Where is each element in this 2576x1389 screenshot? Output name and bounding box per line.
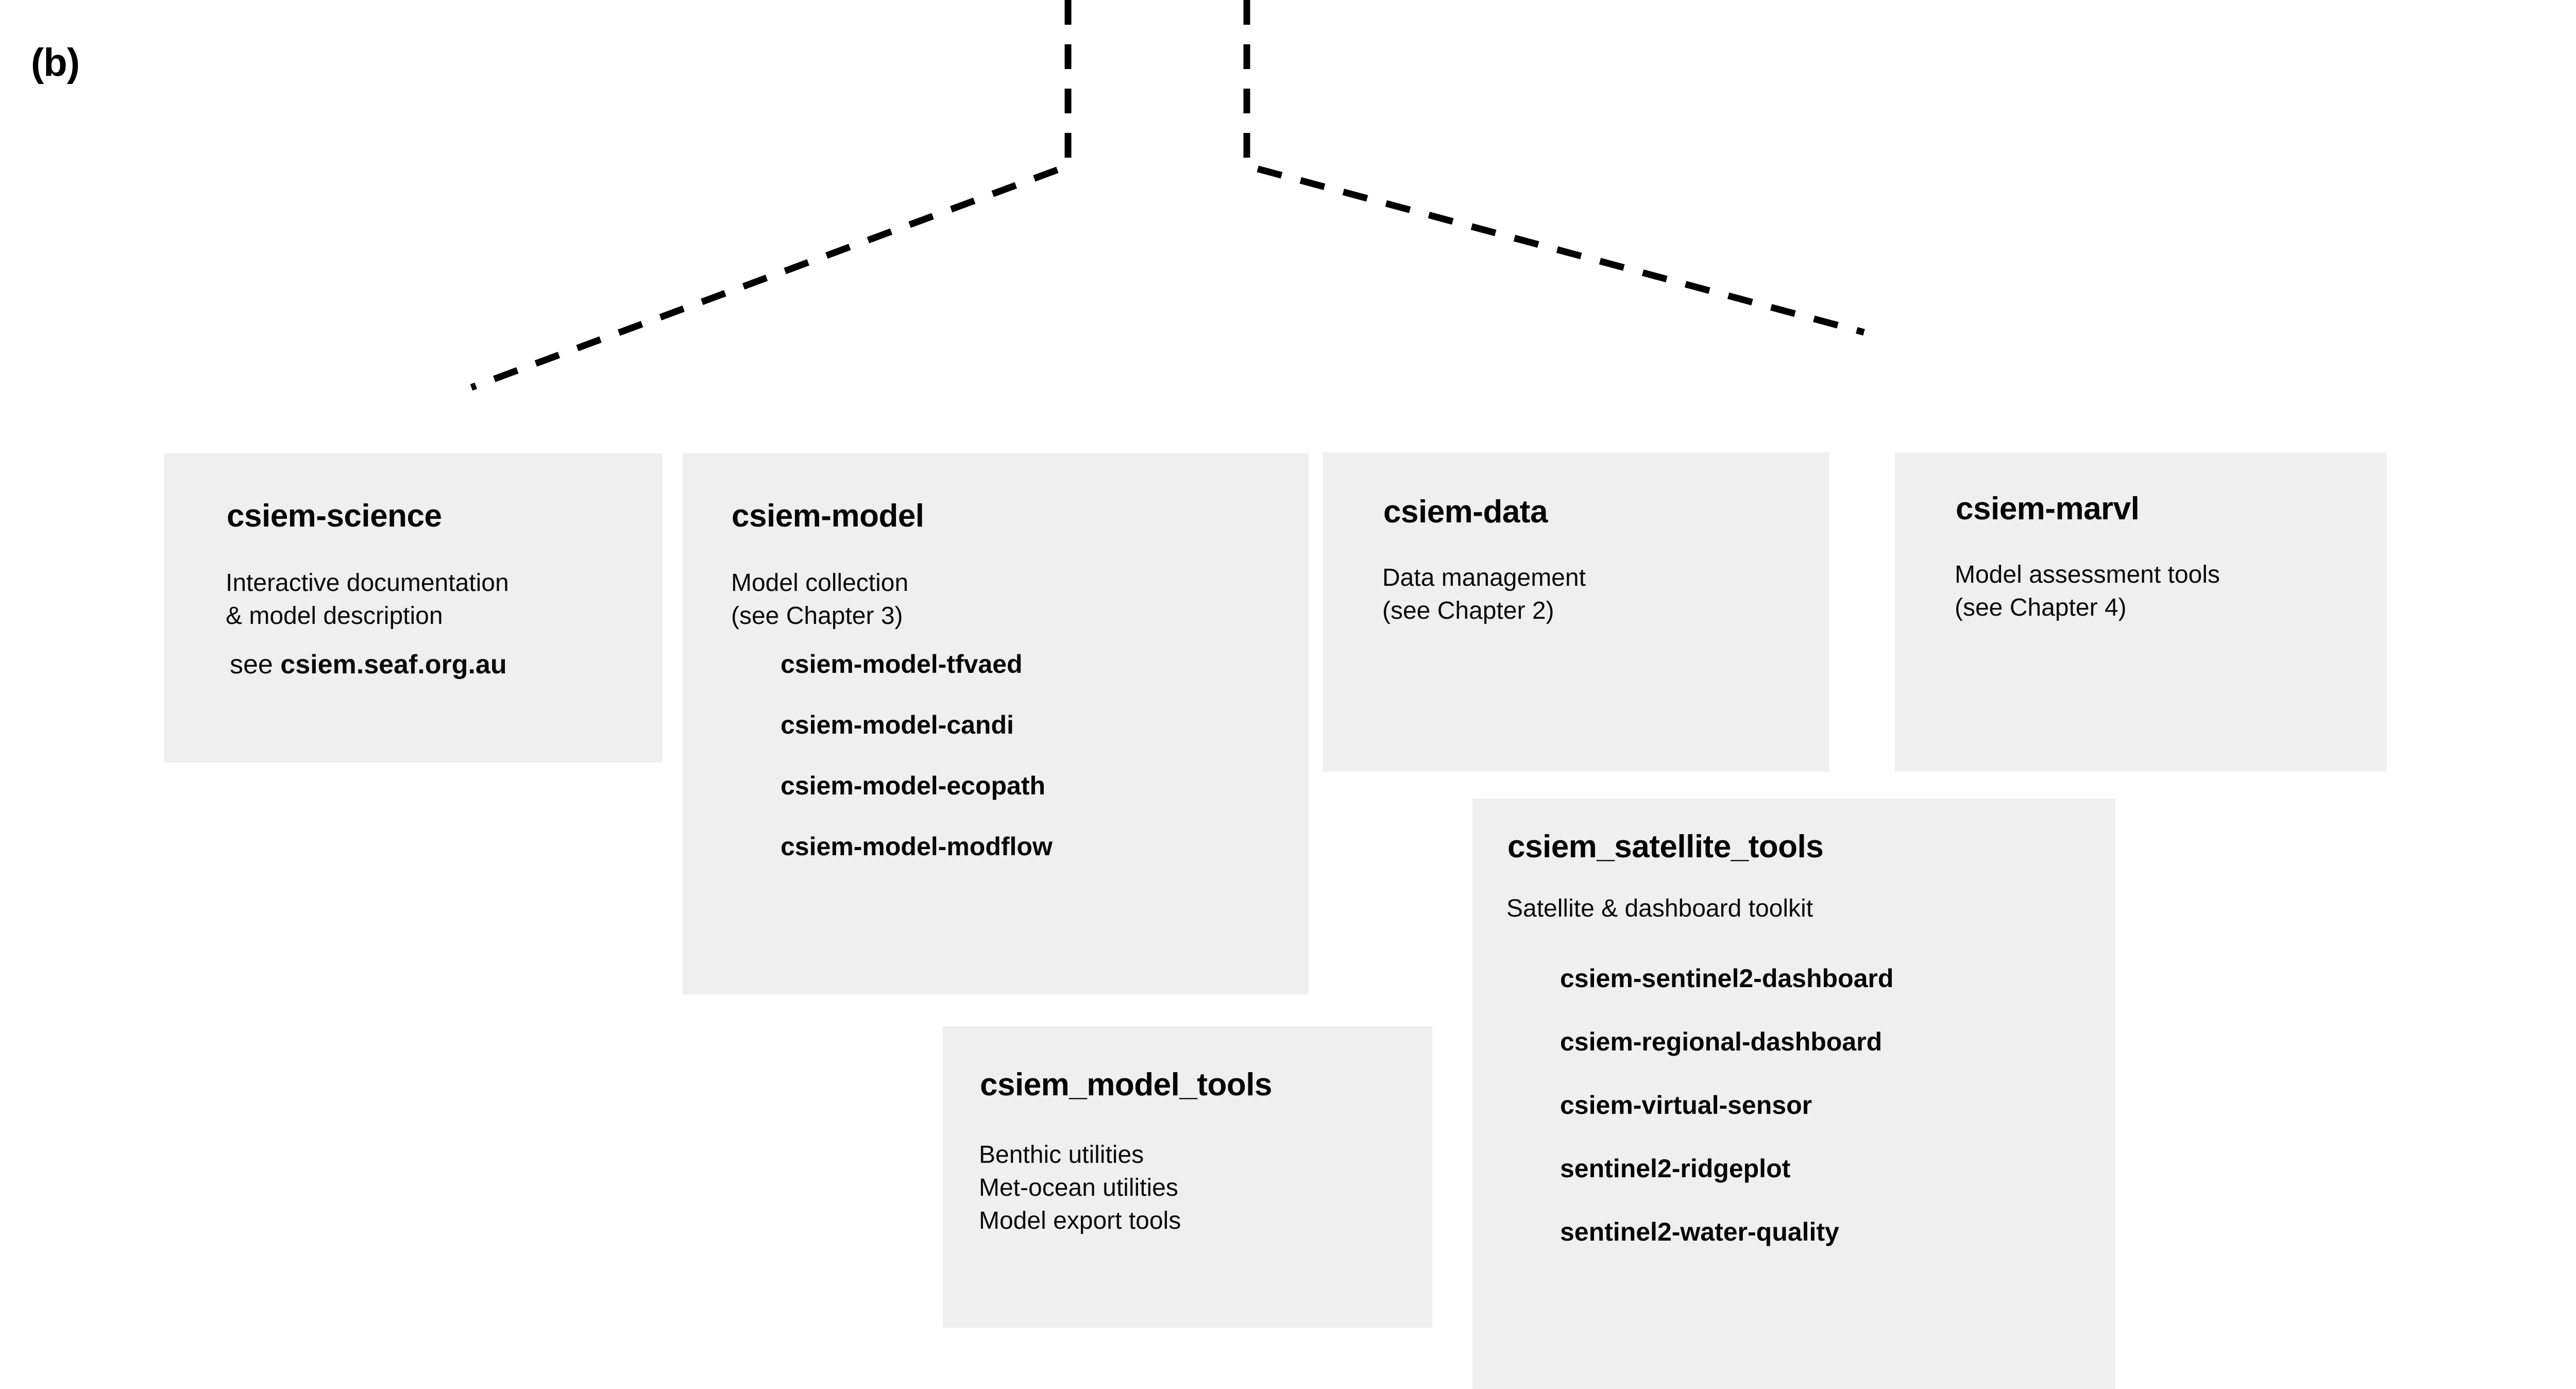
model-submodule-list: csiem-model-tfvaed csiem-model-candi csi… [781,649,1053,892]
list-item: csiem-sentinel2-dashboard [1560,964,1894,993]
card-description: Model collection (see Chapter 3) [731,567,908,633]
description-line: Model export tools [979,1207,1181,1234]
connector-right [1243,0,1865,336]
description-line: Model assessment tools [1955,561,2220,588]
description-line: (see Chapter 2) [1382,597,1554,624]
card-description: Data management (see Chapter 2) [1382,562,1586,628]
list-item: sentinel2-ridgeplot [1560,1154,1791,1183]
description-line: Satellite & dashboard toolkit [1506,895,1814,922]
card-csiem-satellite-tools: csiem_satellite_tools Satellite & dashbo… [1472,799,2115,1389]
card-title: csiem-data [1383,494,1548,530]
description-line: Interactive documentation [226,569,509,597]
website-reference: see csiem.seaf.org.au [230,649,507,680]
description-line: (see Chapter 3) [731,602,903,630]
description-line: & model description [226,602,443,630]
description-line: Data management [1382,564,1586,591]
card-csiem-science: csiem-science Interactive documentation … [164,453,663,763]
description-line: Model collection [731,569,909,597]
card-title: csiem-marvl [1956,491,2140,527]
list-item: csiem-model-modflow [781,832,1053,861]
card-title: csiem-science [227,498,442,534]
description-line: Met-ocean utilities [979,1174,1178,1201]
card-csiem-marvl: csiem-marvl Model assessment tools (see … [1895,452,2387,772]
card-description: Interactive documentation & model descri… [226,567,509,633]
card-csiem-data: csiem-data Data management (see Chapter … [1323,452,1829,772]
card-title: csiem_satellite_tools [1507,829,1824,865]
card-title: csiem_model_tools [980,1067,1272,1103]
connector-left [470,0,1072,391]
satellite-submodule-list: csiem-sentinel2-dashboard csiem-regional… [1560,963,1893,1280]
description-line: Benthic utilities [979,1141,1144,1168]
list-item: csiem-regional-dashboard [1560,1027,1883,1056]
panel-label: (b) [31,41,80,84]
card-title: csiem-model [732,498,924,534]
description-line: (see Chapter 4) [1955,594,2127,621]
card-description: Benthic utilities Met-ocean utilities Mo… [979,1139,1181,1237]
list-item: csiem-model-ecopath [781,771,1046,800]
card-csiem-model: csiem-model Model collection (see Chapte… [683,453,1309,994]
list-item: csiem-model-tfvaed [781,650,1023,679]
list-item: csiem-model-candi [781,710,1014,739]
list-item: csiem-virtual-sensor [1560,1091,1812,1120]
list-item: sentinel2-water-quality [1560,1217,1839,1246]
see-prefix: see [230,650,281,680]
card-description: Model assessment tools (see Chapter 4) [1955,558,2220,624]
card-description: Satellite & dashboard toolkit [1506,892,1813,925]
card-csiem-model-tools: csiem_model_tools Benthic utilities Met-… [943,1026,1432,1328]
website-url: csiem.seaf.org.au [280,650,507,680]
